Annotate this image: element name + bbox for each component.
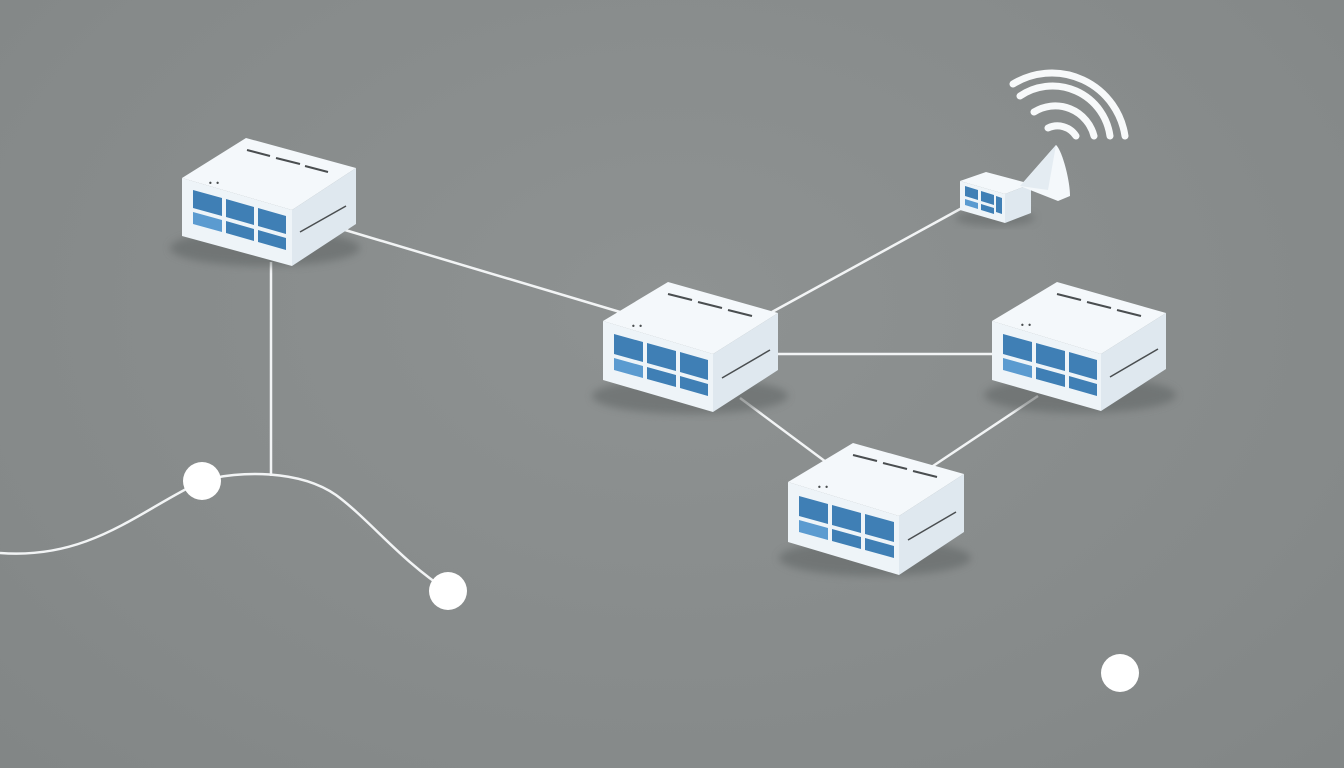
svg-text:• •: • • [631, 322, 643, 331]
link-switch-b-access-point [771, 206, 963, 314]
link-endpoint-1-endpoint-2 [201, 472, 449, 593]
switch-a: • • [170, 138, 360, 266]
switch-c: • • [779, 443, 971, 576]
access-point [955, 145, 1070, 226]
switch-d-ports [1003, 334, 1097, 396]
switch-b-ports [614, 334, 708, 396]
switch-d: • • [984, 282, 1176, 413]
endpoint-3 [1101, 654, 1139, 692]
links [0, 206, 1039, 593]
svg-text:• •: • • [208, 179, 220, 188]
svg-text:• •: • • [817, 483, 829, 492]
switch-b: • • [592, 282, 788, 414]
endpoint-1 [183, 462, 221, 500]
link-endpoint-1-wire [0, 479, 203, 555]
link-switch-a-switch-b [344, 228, 621, 314]
endpoint-2 [429, 572, 467, 610]
svg-text:• •: • • [1020, 321, 1032, 330]
switch-a-ports [193, 190, 286, 250]
wifi-signal-icon [1009, 69, 1129, 140]
switch-c-ports [799, 496, 894, 558]
